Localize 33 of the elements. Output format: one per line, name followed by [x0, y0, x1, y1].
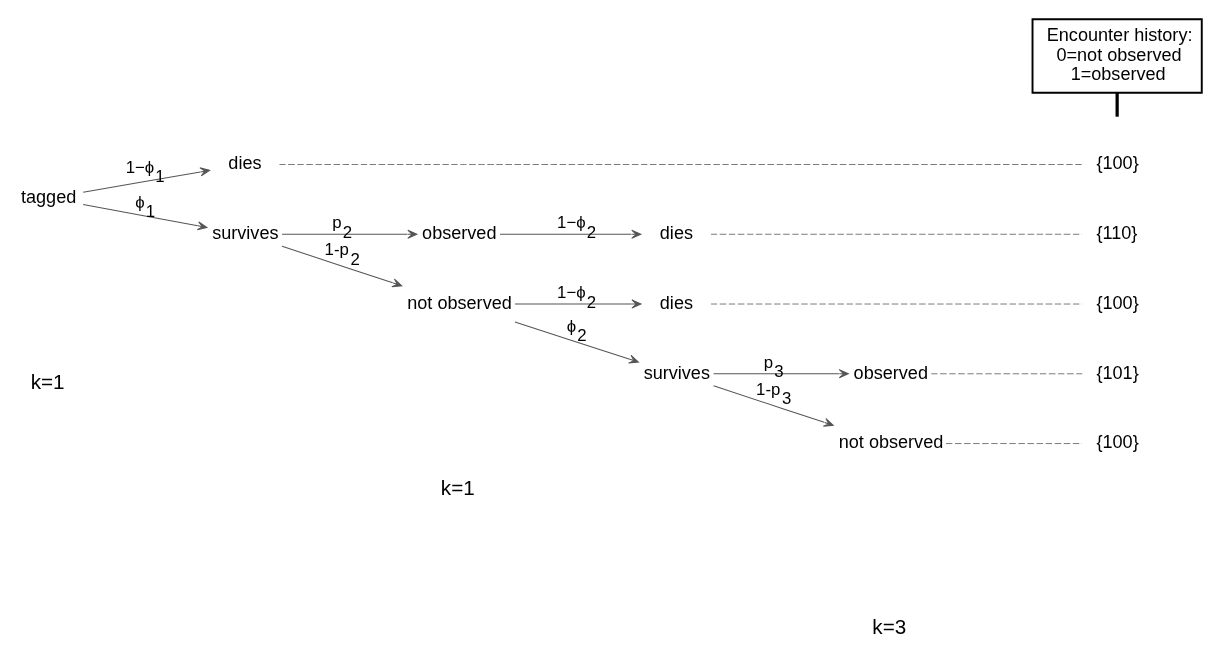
arrow: [82, 203, 208, 231]
node-text: dies: [228, 153, 262, 174]
node-text: {100}: [1096, 153, 1139, 174]
arrow: [499, 229, 642, 239]
node-text: {101}: [1096, 362, 1139, 383]
label: k=3: [872, 615, 907, 639]
connector: [279, 164, 1083, 165]
node-text: dies: [659, 223, 693, 244]
node-text: tagged: [20, 186, 77, 207]
arrow: [514, 299, 642, 309]
connector: [710, 233, 1083, 235]
connector: [930, 373, 1083, 375]
arrow: [82, 167, 210, 193]
node-text: {100}: [1096, 292, 1139, 313]
node-text: {110}: [1096, 223, 1138, 244]
arrow: [713, 385, 834, 427]
arrow: [514, 321, 639, 364]
node-text: dies: [659, 292, 693, 313]
node-text: survives: [212, 223, 279, 244]
connector: [1115, 93, 1119, 117]
node-box: Encounter history: 0=not observed 1=observed: [1031, 18, 1203, 94]
node-text: survives: [643, 362, 710, 383]
node-text: not observed: [407, 292, 512, 313]
label: k=1: [30, 370, 65, 394]
arrow: [281, 245, 403, 288]
arrow: [281, 229, 418, 239]
node-text: observed: [853, 362, 928, 383]
node-text: observed: [422, 223, 497, 244]
node-text: not observed: [838, 432, 944, 453]
connector: [945, 443, 1083, 444]
label: k=1: [440, 475, 475, 499]
arrow: [713, 369, 849, 379]
node-text: {100}: [1096, 432, 1139, 453]
